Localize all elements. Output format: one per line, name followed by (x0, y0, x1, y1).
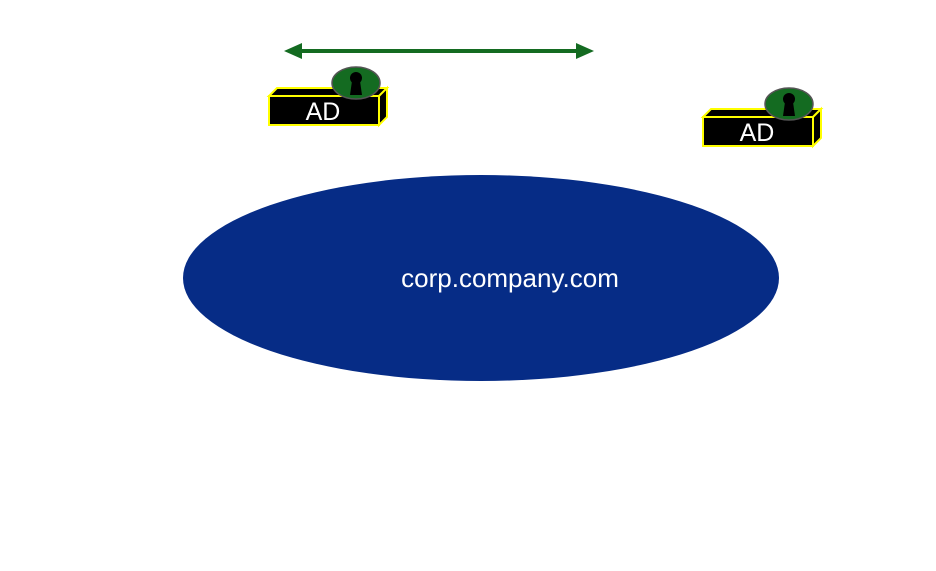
domain-ellipse: corp.company.com (183, 175, 779, 381)
keyhole-lock-icon (331, 66, 381, 100)
keyhole-lock-icon (764, 87, 814, 121)
ad-server-icon (700, 106, 824, 149)
domain-label: corp.company.com (401, 263, 619, 293)
ad-label: AD (740, 119, 775, 147)
ad-label: AD (306, 98, 341, 126)
ad-server-1: AD (266, 66, 390, 128)
replication-arrow (284, 43, 594, 59)
ad-server-2: AD (700, 87, 824, 149)
